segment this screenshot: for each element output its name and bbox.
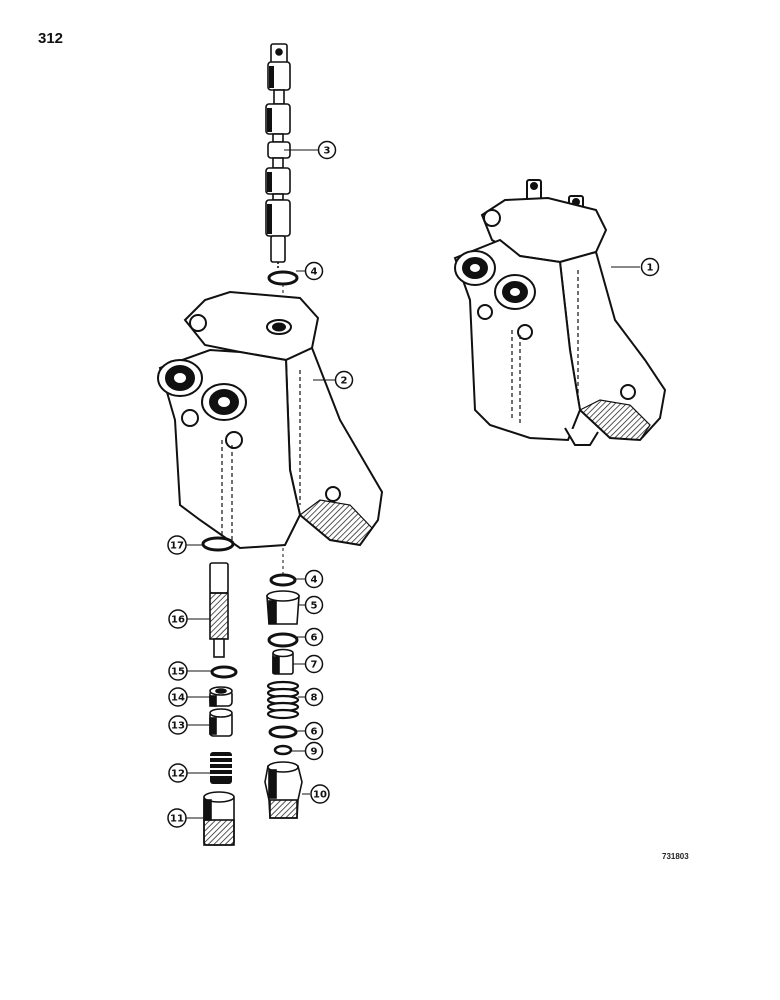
figure-code: 731803 bbox=[662, 852, 689, 861]
callout-16: 16 bbox=[168, 609, 188, 629]
plug-10 bbox=[264, 761, 303, 819]
washer-6-lower bbox=[268, 725, 298, 739]
svg-text:11: 11 bbox=[170, 814, 184, 825]
svg-text:8: 8 bbox=[311, 693, 318, 704]
callout-7: 7 bbox=[304, 654, 324, 674]
svg-text:17: 17 bbox=[170, 541, 184, 552]
svg-text:6: 6 bbox=[311, 633, 318, 644]
plug-11 bbox=[203, 791, 235, 846]
svg-text:14: 14 bbox=[171, 693, 185, 704]
callout-6-lower: 6 bbox=[304, 721, 324, 741]
spool-shading bbox=[267, 66, 274, 234]
spring-12 bbox=[210, 752, 232, 784]
valve-assembly-shading bbox=[511, 270, 579, 425]
callout-11: 11 bbox=[167, 808, 187, 828]
valve-body-exploded bbox=[157, 290, 384, 550]
svg-text:9: 9 bbox=[311, 747, 318, 758]
callout-13: 13 bbox=[168, 715, 188, 735]
page-number: 312 bbox=[38, 30, 64, 47]
callout-1: 1 bbox=[640, 257, 660, 277]
spring-8 bbox=[266, 680, 300, 720]
seat-14 bbox=[209, 686, 233, 707]
svg-text:1: 1 bbox=[647, 263, 654, 274]
svg-text:15: 15 bbox=[171, 667, 185, 678]
valve-body-shading bbox=[221, 370, 301, 540]
callout-2: 2 bbox=[334, 370, 354, 390]
ring-9 bbox=[273, 744, 293, 756]
callout-14: 14 bbox=[168, 687, 188, 707]
callout-15: 15 bbox=[168, 661, 188, 681]
callout-10: 10 bbox=[310, 784, 330, 804]
o-ring-lower bbox=[269, 573, 297, 587]
o-ring-upper bbox=[267, 270, 299, 286]
washer-6-upper bbox=[267, 632, 299, 648]
spacer-7 bbox=[272, 648, 294, 675]
callout-12: 12 bbox=[168, 763, 188, 783]
svg-text:13: 13 bbox=[171, 721, 185, 732]
callout-4-lower: 4 bbox=[304, 569, 324, 589]
svg-text:2: 2 bbox=[341, 376, 348, 387]
svg-text:6: 6 bbox=[311, 727, 318, 738]
svg-text:4: 4 bbox=[311, 575, 318, 586]
sleeve-5 bbox=[266, 590, 300, 625]
o-ring-17 bbox=[201, 536, 235, 552]
callout-5: 5 bbox=[304, 595, 324, 615]
svg-text:16: 16 bbox=[171, 615, 185, 626]
svg-text:7: 7 bbox=[311, 660, 318, 671]
callout-17: 17 bbox=[167, 535, 187, 555]
svg-text:10: 10 bbox=[313, 790, 327, 801]
callout-8: 8 bbox=[304, 687, 324, 707]
poppet-13 bbox=[209, 708, 233, 737]
callout-6-upper: 6 bbox=[304, 627, 324, 647]
svg-text:4: 4 bbox=[311, 267, 318, 278]
callout-3: 3 bbox=[317, 140, 337, 160]
callout-4-upper: 4 bbox=[304, 261, 324, 281]
svg-text:12: 12 bbox=[171, 769, 185, 780]
leader-lines bbox=[186, 149, 640, 819]
plunger-16 bbox=[209, 562, 229, 658]
o-ring-15 bbox=[210, 665, 238, 679]
svg-text:3: 3 bbox=[324, 146, 331, 157]
valve-assembly bbox=[453, 179, 667, 446]
callout-9: 9 bbox=[304, 741, 324, 761]
svg-text:5: 5 bbox=[311, 601, 318, 612]
